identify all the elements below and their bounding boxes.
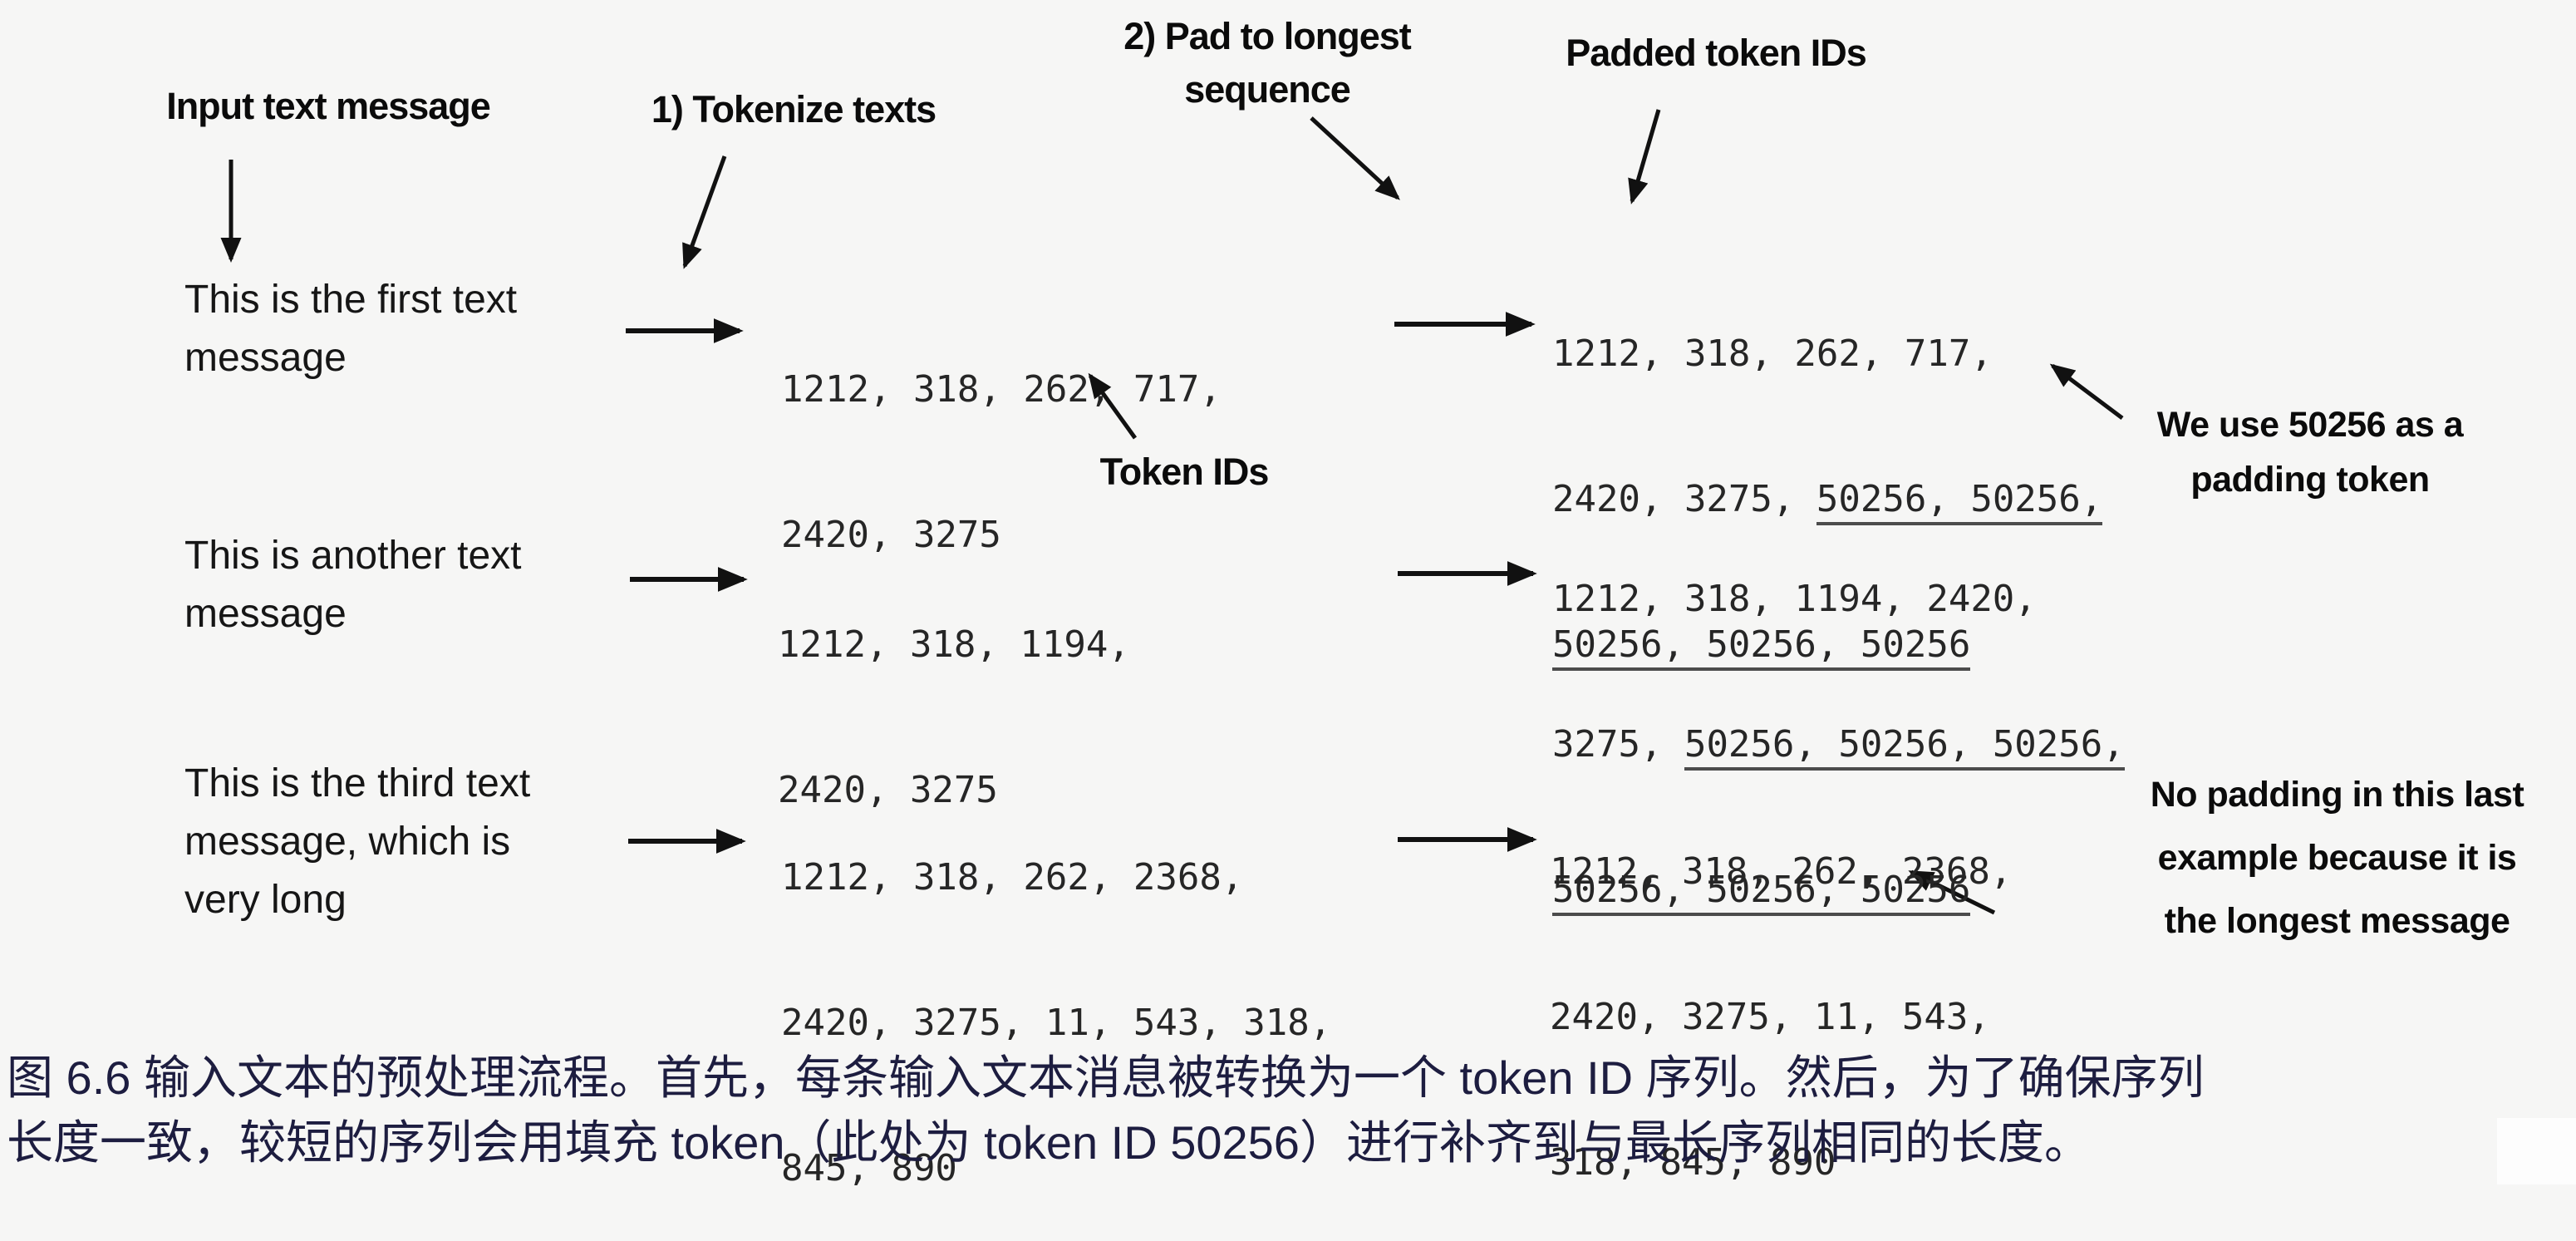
padding-token-note-line1: We use 50256 as a — [2156, 405, 2464, 445]
row3-padded-line: 1212, 318, 262, 2368, — [1550, 841, 2012, 902]
figure-caption-line1: 图 6.6 输入文本的预处理流程。首先，每条输入文本消息被转换为一个 token… — [7, 1051, 2205, 1104]
row1-token-ids: 1212, 318, 262, 717, 2420, 3275 — [781, 274, 1222, 608]
row1-padded-token-ids: 1212, 318, 262, 717, 2420, 3275, 50256, … — [1552, 239, 2103, 717]
no-padding-note-line1: No padding in this last — [2150, 775, 2524, 815]
padding-token-ids: 50256, 50256, — [1816, 478, 2103, 525]
no-padding-note-line2: example because it is — [2157, 838, 2517, 878]
padding-token-ids: 50256, 50256, 50256 — [1552, 623, 1971, 671]
row1-padded-line: 2420, 3275, 50256, 50256, — [1552, 469, 2103, 529]
row3-message-line1: This is the third text — [184, 761, 531, 805]
padded-token-ids-label: Padded token IDs — [1566, 32, 1867, 74]
row3-message-line3: very long — [184, 878, 347, 922]
row2-message-line1: This is another text — [184, 534, 522, 578]
row2-token-line: 1212, 318, 1194, — [778, 623, 1130, 666]
row3-token-line: 2420, 3275, 11, 543, 318, — [781, 1002, 1332, 1044]
artifact-highlight — [2497, 1118, 2576, 1184]
no-padding-note-line3: the longest message — [2164, 901, 2510, 941]
row1-message-line2: message — [184, 336, 347, 380]
padding-token-ids: 50256, 50256, 50256, — [1684, 723, 2125, 771]
row2-padded-token-ids: 1212, 318, 1194, 2420, 3275, 50256, 5025… — [1552, 484, 2125, 963]
row1-message: This is the first text message — [184, 271, 517, 387]
plain-token-ids: 1212, 318, 262, 2368, — [1550, 850, 2013, 893]
row1-message-line1: This is the first text — [184, 278, 518, 322]
plain-token-ids: 2420, 3275, — [1552, 478, 1816, 520]
row2-token-line: 2420, 3275 — [778, 769, 998, 811]
row2-token-ids: 1212, 318, 1194, 2420, 3275 — [778, 529, 1130, 863]
token-ids-label: Token IDs — [1099, 451, 1270, 493]
row3-token-ids: 1212, 318, 262, 2368, 2420, 3275, 11, 54… — [781, 762, 1331, 1241]
step2-pad-label-line1: 2) Pad to longest — [1123, 15, 1412, 57]
step1-tokenize-label: 1) Tokenize texts — [651, 88, 937, 131]
input-text-label: Input text message — [166, 85, 491, 127]
arrow-step2-label-to-row1 — [1310, 116, 1400, 200]
row1-padded-line: 1212, 318, 262, 717, — [1552, 323, 2102, 384]
figure-page: { "labels": { "input": "Input text messa… — [7, 10, 2576, 1189]
row2-padded-line: 50256, 50256, 50256 — [1552, 859, 2125, 920]
plain-token-ids: 318, 845, 890 — [1550, 1141, 1836, 1184]
row2-message: This is another text message — [184, 527, 522, 643]
padding-token-note-line2: padding token — [2190, 460, 2430, 500]
step2-pad-label: 2) Pad to longest sequence — [1089, 10, 1446, 116]
plain-token-ids: 1212, 318, 1194, 2420, — [1552, 578, 2037, 620]
padding-token-note: We use 50256 as a padding token — [2115, 397, 2505, 507]
row1-token-line: 1212, 318, 262, 717, — [781, 368, 1222, 411]
arrow-step1-label-to-row1 — [682, 155, 727, 269]
row2-message-line2: message — [184, 592, 347, 636]
row2-padded-line: 3275, 50256, 50256, 50256, — [1552, 714, 2125, 775]
row2-padded-line: 1212, 318, 1194, 2420, — [1552, 569, 2125, 629]
row3-message-line2: message, which is — [184, 820, 511, 864]
plain-token-ids: 1212, 318, 262, 717, — [1552, 332, 1993, 375]
no-padding-note: No padding in this last example because … — [2111, 763, 2564, 953]
figure-caption: 图 6.6 输入文本的预处理流程。首先，每条输入文本消息被转换为一个 token… — [7, 1046, 2571, 1175]
row1-padded-line: 50256, 50256, 50256 — [1552, 614, 2102, 675]
row3-padded-line: 318, 845, 890 — [1550, 1132, 2012, 1193]
row3-token-line: 1212, 318, 262, 2368, — [781, 856, 1244, 899]
plain-token-ids: 3275, — [1552, 723, 1684, 766]
step2-pad-label-line2: sequence — [1184, 68, 1351, 111]
row1-token-line: 2420, 3275 — [781, 514, 1001, 556]
row3-message: This is the third text message, which is… — [184, 755, 530, 929]
arrow-padded-label-to-row1 — [1628, 109, 1661, 204]
figure-caption-line2: 长度一致，较短的序列会用填充 token（此处为 token ID 50256）… — [7, 1116, 2091, 1169]
row3-padded-token-ids: 1212, 318, 262, 2368, 2420, 3275, 11, 54… — [1550, 756, 2012, 1235]
row3-padded-line: 2420, 3275, 11, 543, — [1550, 987, 2012, 1047]
plain-token-ids: 2420, 3275, 11, 543, — [1550, 996, 1990, 1038]
row3-token-line: 845, 890 — [781, 1147, 957, 1189]
padding-token-ids: 50256, 50256, 50256 — [1552, 869, 1971, 916]
